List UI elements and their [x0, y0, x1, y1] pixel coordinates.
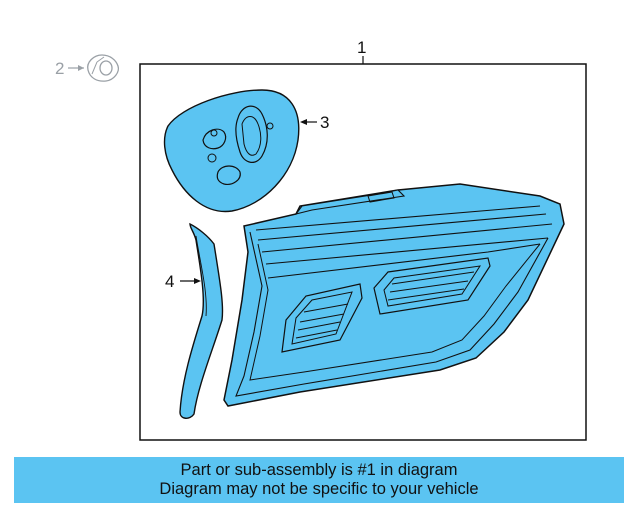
gasket-cutout-inner: [241, 116, 262, 156]
nut-part-2[interactable]: [87, 54, 120, 82]
nut-body: [87, 54, 120, 82]
tail-lamp-housing[interactable]: [223, 183, 565, 407]
vent-left-slat-3: [295, 329, 338, 339]
gasket-hole-top: [210, 129, 218, 137]
assembly-box: [139, 63, 587, 441]
vent-left-inner: [291, 291, 353, 345]
seal-part-4[interactable]: [179, 222, 224, 419]
banner-line-disclaimer: Diagram may not be specific to your vehi…: [159, 480, 479, 498]
callout-4-arrowhead: [194, 278, 201, 284]
callout-1[interactable]: 1: [357, 38, 366, 64]
lamp-vent-right: [373, 257, 491, 315]
gasket-hole-right: [266, 122, 274, 130]
info-banner: Part or sub-assembly is #1 in diagram Di…: [14, 457, 624, 503]
lens-rib-2: [257, 213, 547, 241]
housing-mount-tab: [367, 191, 395, 203]
vent-left-slat-2: [297, 321, 341, 331]
lens-rib-5: [267, 243, 541, 279]
banner-line-part: Part or sub-assembly is #1 in diagram: [180, 461, 458, 479]
callout-3-arrowhead: [300, 119, 307, 125]
vent-right-slat-2: [389, 280, 469, 293]
vent-left-slat-4: [303, 303, 349, 313]
lens-rib-1: [255, 205, 541, 231]
gasket-body: [163, 89, 300, 213]
callout-2-label: 2: [55, 59, 64, 78]
gasket-cutout-bottom: [216, 165, 241, 185]
vent-right-inner: [383, 265, 482, 307]
seal-body: [179, 222, 224, 419]
vent-right-slat-3: [387, 288, 465, 301]
callout-1-label: 1: [357, 38, 366, 57]
callout-2-arrowhead: [78, 65, 84, 71]
housing-top-flange: [294, 189, 406, 215]
inner-bezel-outer: [235, 231, 549, 397]
vent-left-slat-1: [299, 313, 345, 323]
nut-facet: [91, 56, 105, 75]
inner-bezel-inner: [249, 243, 541, 381]
seal-edge: [195, 235, 207, 317]
vent-right-slat-1: [391, 271, 475, 285]
gasket-cutout-large: [235, 105, 268, 163]
gasket-hole-mid: [207, 153, 217, 163]
lamp-vent-left: [281, 283, 363, 353]
lens-rib-4: [265, 237, 549, 265]
callout-3[interactable]: 3: [300, 113, 329, 132]
exploded-parts-diagram: 2 1 3: [55, 38, 587, 441]
gasket-part-3[interactable]: [163, 89, 300, 213]
callout-4[interactable]: 4: [165, 272, 201, 291]
nut-hole: [99, 60, 113, 76]
callout-4-label: 4: [165, 272, 174, 291]
lens-rib-3: [261, 223, 553, 253]
callout-2[interactable]: 2: [55, 59, 84, 78]
callout-3-label: 3: [320, 113, 329, 132]
